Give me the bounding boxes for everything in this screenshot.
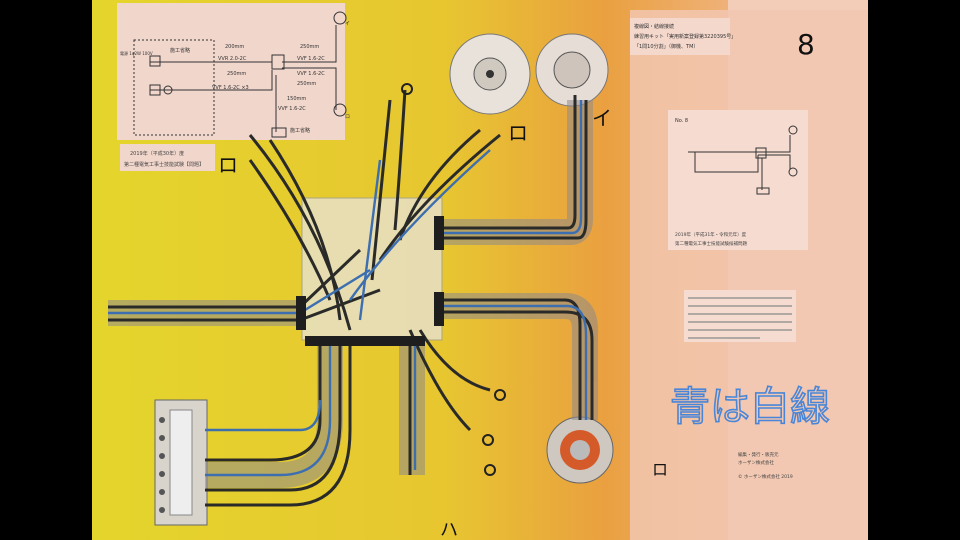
right-pink-upper: [630, 10, 868, 540]
cable-lower: VVF 1.6-2C ×3: [212, 85, 249, 91]
omitted-label: 施工省略: [170, 47, 190, 54]
label-ha-bottom: ハ: [440, 520, 458, 540]
label-ro-bottom: ロ: [652, 460, 668, 479]
mini-caption1: 2019年（平成31年・令和元年）度: [675, 231, 747, 238]
label-ro-center: ロ: [508, 121, 528, 145]
cable-right-top: VVF 1.6-2C: [297, 56, 325, 62]
header-line3: 「1問10分割」（御機、TM）: [634, 43, 698, 50]
dim-250-top: 250mm: [300, 44, 319, 50]
diagram-label-i: イ: [345, 21, 350, 27]
cable-right-mid: VVF 1.6-2C: [297, 71, 325, 77]
dim-150: 150mm: [287, 96, 306, 102]
right-black-bar: [868, 0, 960, 540]
dim-250-mid: 250mm: [227, 71, 246, 77]
cable-vertical: VVF 1.6-2C: [278, 106, 306, 112]
receptacle: [546, 416, 614, 484]
diagram-label-ro: ロ: [345, 114, 350, 120]
cable-ties: [296, 216, 444, 346]
lamp-receptacle: [449, 33, 531, 115]
caption-line2: 第二種電気工事士技能試験【問題】: [124, 161, 204, 168]
ceiling-rosette: [535, 33, 609, 107]
label-i-right: イ: [592, 106, 612, 130]
omitted-label-bottom: 施工省略: [290, 127, 310, 134]
right-panel-description: [684, 290, 796, 342]
mini-diagram: No. 8 2019年（平成31年・令和元年）度 第二種電気工事士技能試験候補問…: [668, 110, 808, 250]
page-number: 8: [797, 28, 815, 61]
caption-line1: 2019年（平成30年）度: [130, 150, 184, 157]
copyright: © ホーザン株式会社 2019: [738, 473, 793, 480]
diagram-caption: 2019年（平成30年）度 第二種電気工事士技能試験【問題】: [120, 144, 215, 171]
dim-200: 200mm: [225, 44, 244, 50]
terminal-block: [154, 399, 208, 526]
header-line1: 複線図・結線接続: [634, 23, 674, 30]
dim-250-right: 250mm: [297, 81, 316, 87]
footer1: 編集・発行・販売元: [738, 451, 779, 458]
left-black-bar: [0, 0, 92, 540]
cable-main: VVR 2.0-2C: [218, 56, 247, 62]
wiring-diagram-card: 200mm 250mm VVR 2.0-2C VVF 1.6-2C 250mm …: [117, 3, 350, 140]
label-ro-left: ロ: [218, 153, 238, 177]
mini-caption2: 第二種電気工事士技能試験候補問題: [675, 240, 747, 247]
footer2: ホーザン株式会社: [738, 459, 774, 466]
handwritten-note: 青は白線: [670, 384, 830, 430]
header-line2: 練習用キット「実用新案登録第3220395号」: [634, 33, 736, 40]
mini-title: No. 8: [675, 118, 688, 124]
wire-end-loops: [401, 83, 506, 476]
right-panel-header: 複線図・結線接続 練習用キット「実用新案登録第3220395号」 「1問10分割…: [630, 18, 736, 55]
power-label: 電源 1φ2W 100V: [120, 50, 153, 56]
